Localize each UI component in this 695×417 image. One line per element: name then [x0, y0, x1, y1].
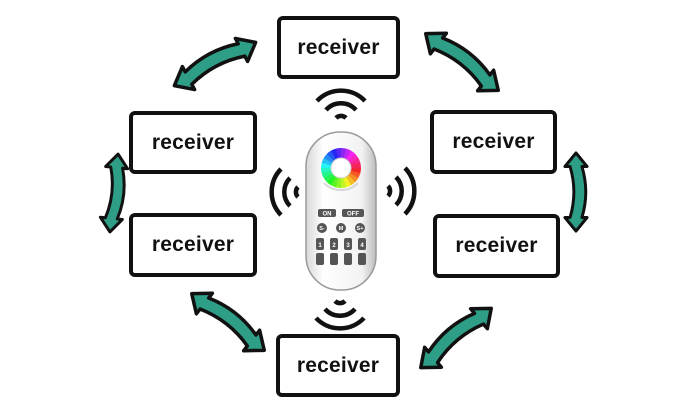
zone-button-grid: 1 2 3 4	[316, 238, 366, 265]
zone-2-buttons[interactable]: 2	[330, 238, 338, 265]
receiver-label: receiver	[452, 130, 535, 153]
receiver-label: receiver	[151, 130, 235, 154]
wifi-signal-icon-right	[386, 166, 417, 216]
receiver-box-top: receiver	[277, 16, 400, 79]
receiver-box-lower-left: receiver	[129, 213, 257, 277]
svg-text:S+: S+	[357, 226, 364, 232]
svg-text:3: 3	[346, 243, 350, 249]
svg-text:ON: ON	[323, 212, 332, 218]
zone-3-buttons[interactable]: 3	[344, 238, 352, 265]
off-button[interactable]: OFF	[342, 209, 364, 218]
receiver-box-lower-right: receiver	[433, 214, 560, 278]
wifi-signal-icon-left	[269, 167, 300, 217]
svg-text:2: 2	[332, 243, 336, 249]
svg-text:M: M	[339, 226, 344, 232]
receiver-label: receiver	[296, 353, 380, 377]
mode-button[interactable]: M	[336, 223, 346, 233]
wifi-signal-icon-bottom	[314, 299, 366, 331]
svg-text:S-: S-	[319, 226, 325, 232]
receiver-box-upper-left: receiver	[129, 111, 257, 174]
svg-text:OFF: OFF	[347, 212, 359, 218]
svg-text:1: 1	[318, 243, 322, 249]
receiver-label: receiver	[151, 233, 235, 256]
zone-1-buttons[interactable]: 1	[316, 238, 324, 265]
scene-minus-button[interactable]: S-	[317, 223, 327, 233]
svg-text:4: 4	[360, 243, 364, 249]
receiver-box-bottom: receiver	[276, 334, 400, 397]
wifi-signal-icon-top	[315, 88, 367, 120]
color-wheel-icon[interactable]	[321, 148, 361, 192]
receiver-box-upper-right: receiver	[430, 110, 557, 174]
scene-plus-button[interactable]: S+	[355, 223, 365, 233]
on-button[interactable]: ON	[318, 209, 336, 218]
receiver-label: receiver	[297, 35, 380, 59]
receiver-label: receiver	[455, 234, 538, 257]
zone-4-buttons[interactable]: 4	[358, 238, 366, 265]
